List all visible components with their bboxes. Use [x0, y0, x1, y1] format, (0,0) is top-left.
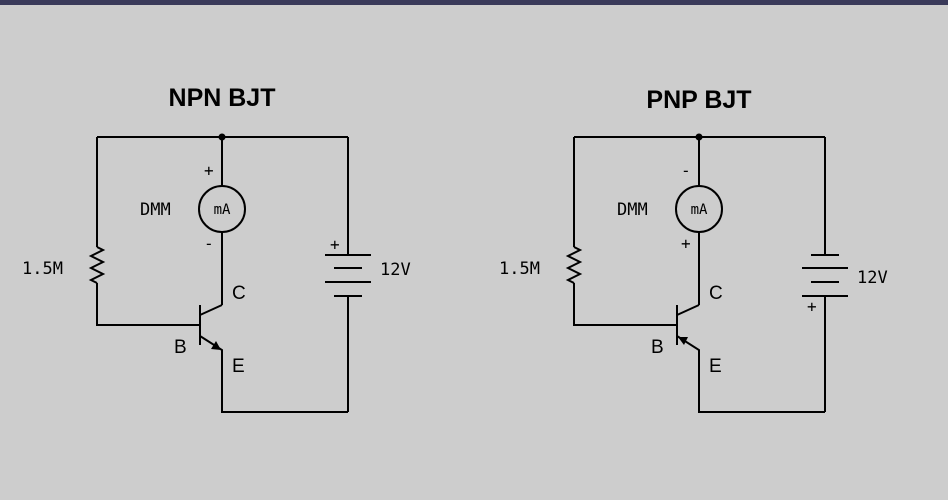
pnp-base-wire	[573, 137, 677, 326]
npn-collector-lead	[199, 304, 223, 316]
npn-base-label: B	[174, 337, 187, 358]
npn-meter-bottom-sign: -	[204, 234, 214, 253]
pnp-collector-lead	[676, 304, 700, 316]
pnp-battery-sign: +	[807, 297, 817, 316]
pnp-battery-label: 12V	[857, 268, 888, 288]
pnp-emitter-arrow	[678, 337, 688, 345]
pnp-base-label: B	[651, 337, 664, 358]
pnp-meter-bottom-sign: +	[681, 234, 691, 253]
npn-emitter-lead	[199, 335, 348, 413]
npn-meter-top-sign: +	[204, 161, 214, 180]
pnp-emitter-lead	[676, 335, 825, 413]
npn-emitter-label: E	[232, 356, 245, 377]
npn-battery-sign: +	[330, 235, 340, 254]
pnp-meter-unit: mA	[691, 202, 708, 218]
npn-ammeter	[198, 185, 246, 233]
pnp-emitter-label: E	[709, 356, 722, 377]
npn-battery	[325, 254, 371, 297]
npn-base-wire	[96, 137, 200, 326]
npn-battery-label: 12V	[380, 260, 411, 280]
npn-resistor	[88, 246, 106, 284]
top-bar	[0, 0, 948, 5]
pnp-circuit: PNP BJT 1.5M mA DMM - + C B E + 12V	[499, 86, 888, 413]
npn-meter-unit: mA	[214, 202, 231, 218]
pnp-meter-top-sign: -	[681, 161, 691, 180]
pnp-title: PNP BJT	[646, 86, 751, 114]
pnp-ammeter	[675, 185, 723, 233]
npn-emitter-arrow	[211, 341, 221, 350]
pnp-battery	[802, 254, 848, 297]
pnp-resistor-label: 1.5M	[499, 259, 540, 279]
npn-title: NPN BJT	[169, 84, 276, 112]
npn-resistor-label: 1.5M	[22, 259, 63, 279]
npn-circuit: NPN BJT 1.5M mA DMM + - C B E + 12V	[22, 84, 411, 413]
npn-meter-label: DMM	[140, 200, 171, 220]
pnp-collector-label: C	[709, 283, 723, 304]
pnp-resistor	[565, 246, 583, 284]
npn-collector-label: C	[232, 283, 246, 304]
pnp-meter-label: DMM	[617, 200, 648, 220]
